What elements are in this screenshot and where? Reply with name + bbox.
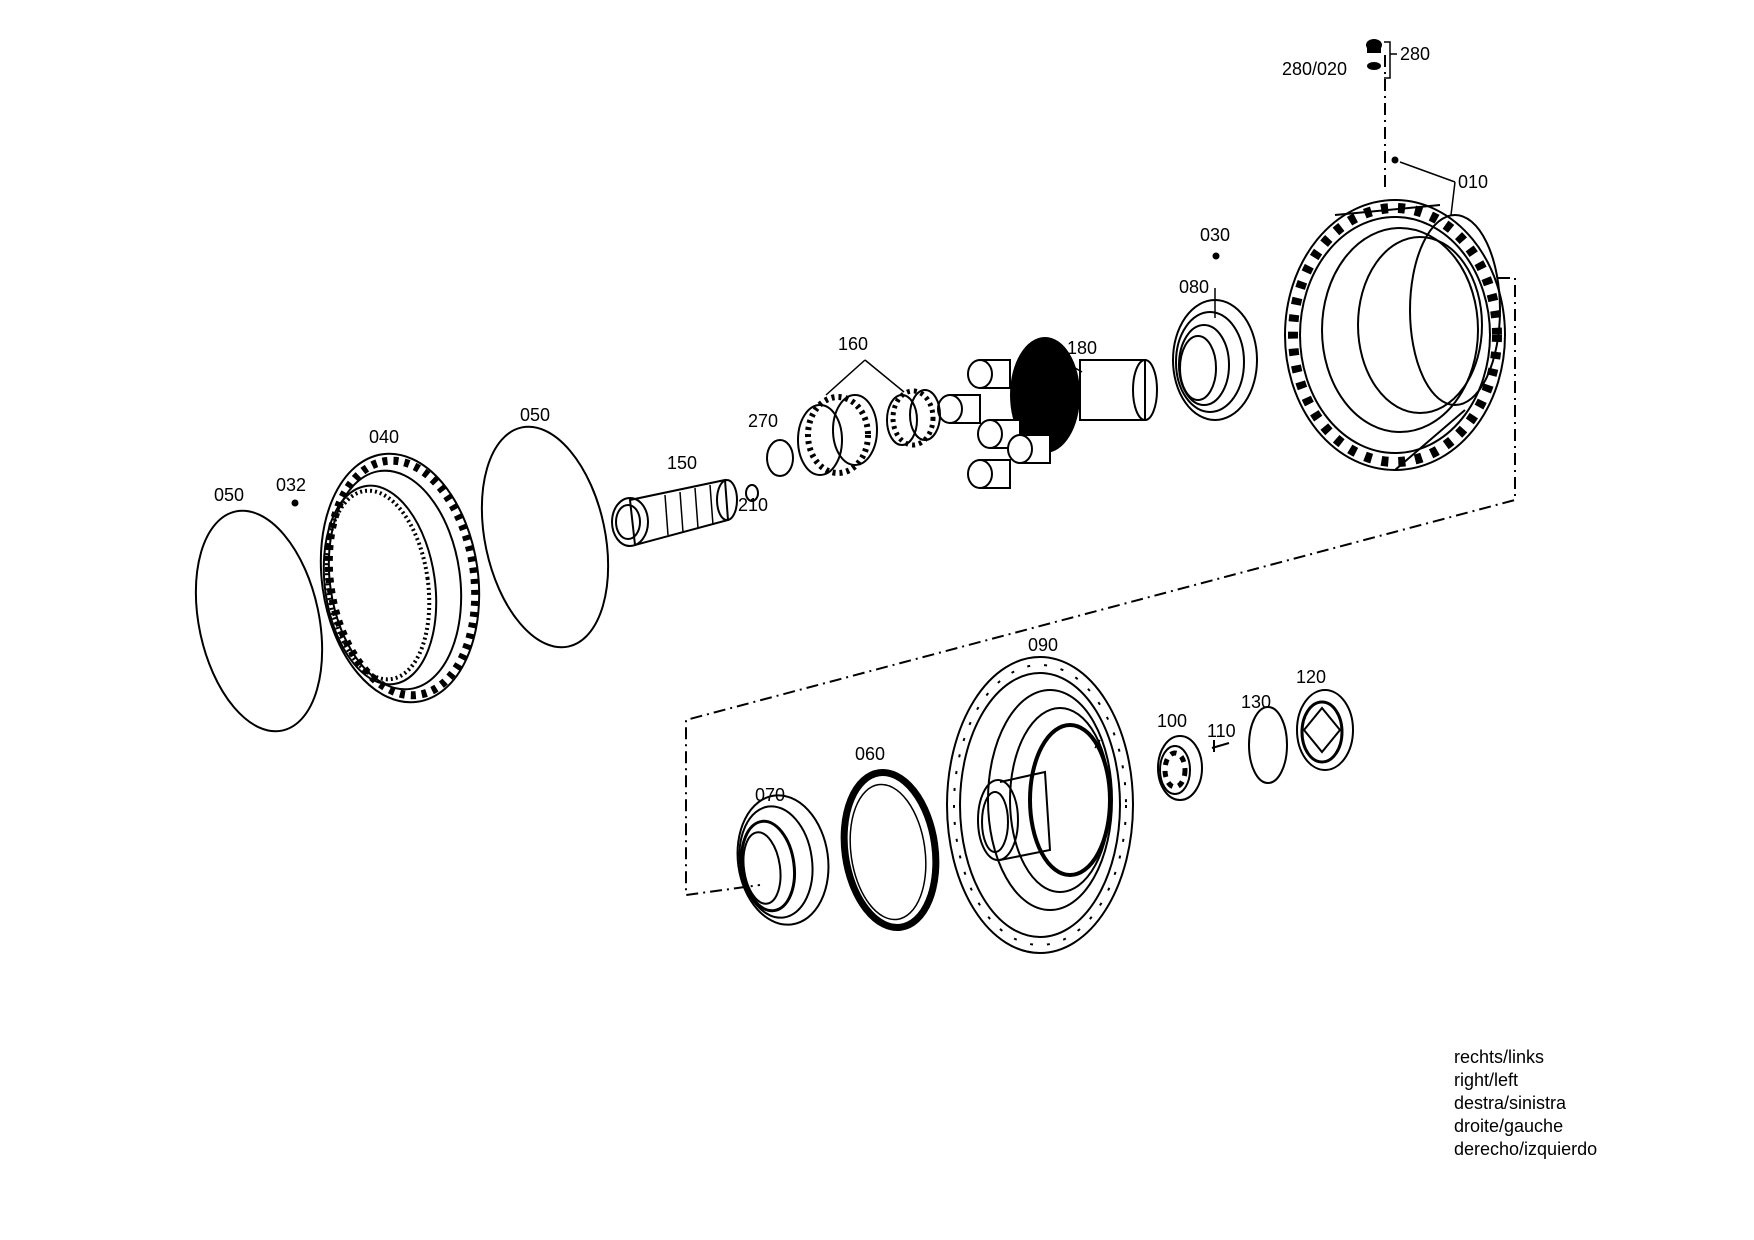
o-ring-050-right <box>480 425 610 649</box>
label-032: 032 <box>276 475 306 495</box>
label-280: 280 <box>1400 44 1430 64</box>
label-050-left: 050 <box>214 485 244 505</box>
needle-bearings-160 <box>797 359 941 476</box>
legend-line-en: right/left <box>1454 1070 1519 1090</box>
housing-010 <box>1284 156 1506 471</box>
label-180: 180 <box>1067 338 1097 358</box>
planet-carrier-180 <box>937 337 1158 489</box>
legend-line-es: derecho/izquierdo <box>1454 1139 1598 1159</box>
orientation-legend: rechts/links right/left destra/sinistra … <box>1454 1046 1597 1161</box>
o-ring-050-left <box>194 509 324 733</box>
ring-130 <box>1248 706 1288 784</box>
label-060: 060 <box>855 744 885 764</box>
ring-gear-040 <box>319 452 481 704</box>
label-080: 080 <box>1179 277 1209 297</box>
snap-ring-270 <box>766 439 794 477</box>
legend-line-fr: droite/gauche <box>1454 1116 1564 1136</box>
plug-280 <box>1366 39 1397 79</box>
legend-line-de: rechts/links <box>1454 1047 1545 1067</box>
assembly-axis-line <box>685 55 1516 897</box>
pin-110 <box>1211 740 1230 752</box>
label-040: 040 <box>369 427 399 447</box>
leader-lines <box>1069 288 1216 749</box>
hub-090 <box>946 656 1134 954</box>
label-030: 030 <box>1200 225 1230 245</box>
cover-120 <box>1296 689 1354 771</box>
legend-line-it: destra/sinistra <box>1454 1093 1567 1113</box>
ring-210 <box>745 484 759 502</box>
label-050-right: 050 <box>520 405 550 425</box>
part-030-dot <box>1212 252 1220 260</box>
label-100: 100 <box>1157 711 1187 731</box>
label-090: 090 <box>1028 635 1058 655</box>
label-150: 150 <box>667 453 697 473</box>
label-120: 120 <box>1296 667 1326 687</box>
shaft-150 <box>611 478 738 547</box>
label-070: 070 <box>755 785 785 805</box>
part-032-dot <box>291 499 299 507</box>
label-160: 160 <box>838 334 868 354</box>
label-280-020: 280/020 <box>1282 59 1347 79</box>
label-210: 210 <box>738 495 768 515</box>
label-110: 110 <box>1207 721 1236 741</box>
nut-100 <box>1157 735 1203 801</box>
seal-060 <box>840 769 940 931</box>
label-270: 270 <box>748 411 778 431</box>
label-010: 010 <box>1458 172 1488 192</box>
label-130: 130 <box>1241 692 1271 712</box>
bearing-070 <box>736 794 830 926</box>
